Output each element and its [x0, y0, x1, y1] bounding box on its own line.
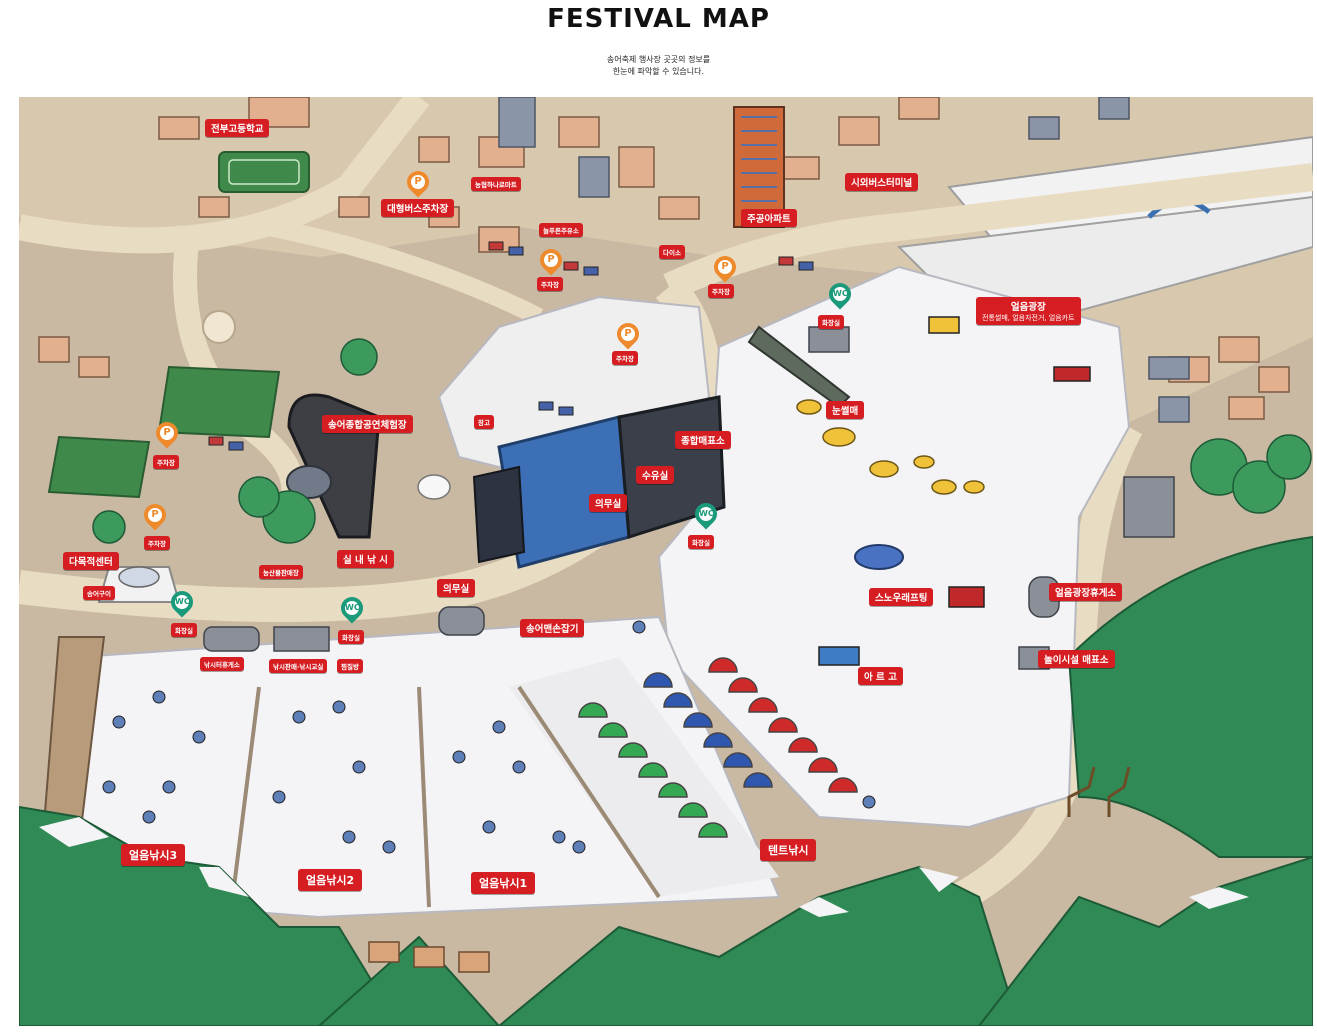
label-fishing-rest[interactable]: 낚시터휴게소	[200, 657, 244, 671]
festival-map[interactable]: 전부고등학교 농협하나로마트 대형버스주차장 늘푸른주유소 다이소 주공아파트 …	[19, 97, 1313, 1026]
label-restroom-4[interactable]: 화장실	[338, 630, 364, 644]
subtitle-line-2: 한눈에 파악할 수 있습니다.	[612, 67, 705, 76]
label-indoor-fishing[interactable]: 실 내 낚 시	[337, 550, 394, 568]
label-ice-plaza-title: 얼음광장	[1010, 302, 1046, 313]
label-parking-1[interactable]: 주차장	[537, 277, 563, 291]
label-experience-hall[interactable]: 송어종합공연체험장	[322, 415, 413, 433]
label-multi-center[interactable]: 다목적센터	[63, 552, 119, 570]
label-ice-fishing-1[interactable]: 얼음낚시1	[471, 872, 536, 894]
label-parking-5[interactable]: 주차장	[144, 536, 170, 550]
label-argo[interactable]: 아 르 고	[858, 667, 903, 685]
label-gas-station[interactable]: 늘푸른주유소	[539, 223, 583, 237]
label-fishing-shop[interactable]: 낚시판매·낚시교실	[269, 659, 328, 673]
label-sled[interactable]: 눈썰매	[826, 401, 865, 419]
label-ticket-office[interactable]: 종합매표소	[675, 431, 731, 449]
map-illustration	[19, 97, 1313, 1026]
label-mart[interactable]: 농협하나로마트	[471, 177, 521, 191]
label-daiso[interactable]: 다이소	[659, 245, 685, 259]
label-storage[interactable]: 창고	[474, 415, 494, 429]
label-restroom-1[interactable]: 화장실	[818, 315, 844, 329]
page-title: FESTIVAL MAP	[547, 4, 770, 34]
label-grill-room[interactable]: 찜질방	[337, 659, 363, 673]
label-parking-2[interactable]: 주차장	[708, 284, 734, 298]
label-ice-fishing-2[interactable]: 얼음낚시2	[298, 869, 363, 891]
label-ice-plaza[interactable]: 얼음광장 전통썰매, 얼음자전거, 얼음카트	[976, 297, 1081, 325]
label-ice-fishing-3[interactable]: 얼음낚시3	[121, 844, 186, 866]
label-ice-rest[interactable]: 얼음광장휴게소	[1049, 583, 1123, 601]
label-rides-ticket[interactable]: 놀이시설 매표소	[1038, 650, 1115, 668]
label-farm-store[interactable]: 농산물판매장	[259, 565, 303, 579]
label-parking-4[interactable]: 주차장	[153, 455, 179, 469]
label-snow-rafting[interactable]: 스노우래프팅	[869, 588, 934, 606]
subtitle-line-1: 송어축제 행사장 곳곳의 정보를	[606, 55, 711, 64]
label-bus-terminal[interactable]: 시외버스터미널	[845, 173, 919, 191]
label-parking-3[interactable]: 주차장	[612, 351, 638, 365]
label-hand-catching[interactable]: 송어맨손잡기	[520, 619, 585, 637]
label-apartment[interactable]: 주공아파트	[741, 209, 797, 227]
label-restroom-2[interactable]: 화장실	[688, 535, 714, 549]
label-nursing-room[interactable]: 수유실	[636, 466, 675, 484]
label-bus-parking[interactable]: 대형버스주차장	[381, 199, 455, 217]
label-medical-1[interactable]: 의무실	[589, 494, 628, 512]
label-tent-fishing[interactable]: 텐트낚시	[760, 839, 817, 861]
label-restroom-3[interactable]: 화장실	[171, 623, 197, 637]
label-medical-2[interactable]: 의무실	[437, 579, 476, 597]
label-trout-cafe[interactable]: 송어구이	[83, 586, 115, 600]
label-school[interactable]: 전부고등학교	[205, 119, 270, 137]
page-subtitle: 송어축제 행사장 곳곳의 정보를 한눈에 파악할 수 있습니다.	[0, 54, 1317, 78]
label-ice-plaza-sub: 전통썰매, 얼음자전거, 얼음카트	[982, 314, 1075, 322]
